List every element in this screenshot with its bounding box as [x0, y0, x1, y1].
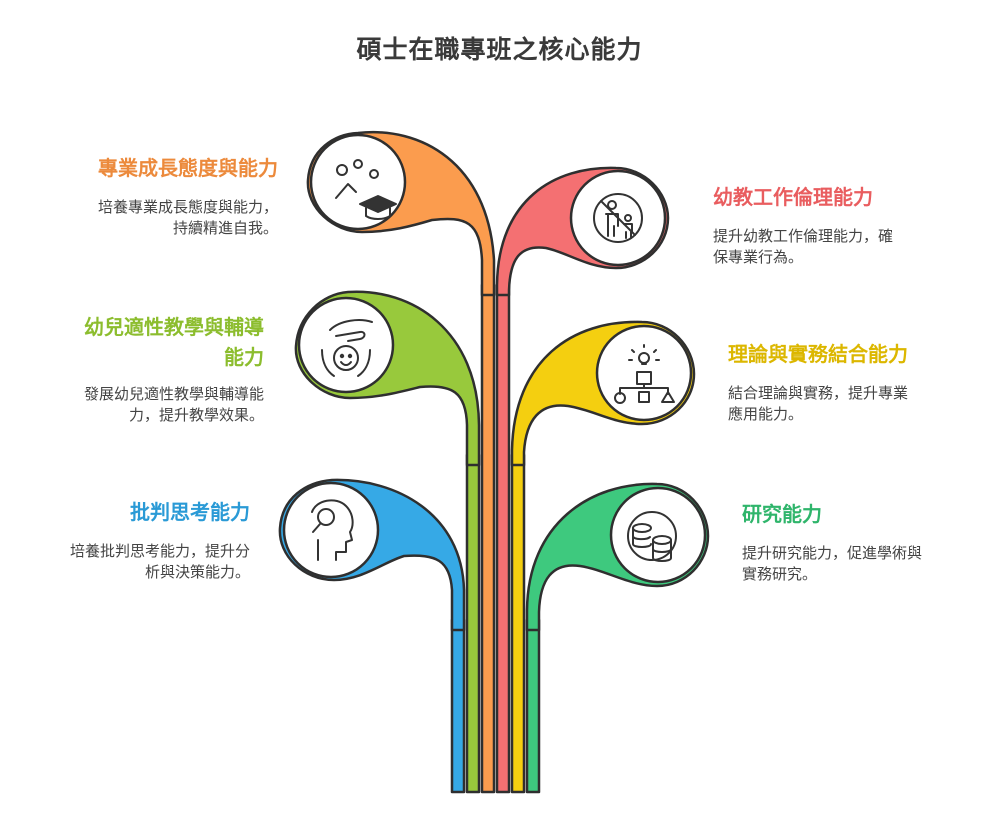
trunk-stripe-red [495, 283, 511, 794]
item-heading: 專業成長態度與能力 [98, 156, 278, 180]
item-description: 發展幼兒適性教學與輔導能 力，提升教學效果。 [83, 385, 264, 424]
item-work-ethics: 幼教工作倫理能力 提升幼教工作倫理能力，確 保專業行為。 [713, 182, 963, 268]
trunk-stripe-blue [450, 618, 466, 794]
item-heading: 幼兒適性教學與輔導 能力 [84, 315, 264, 369]
item-description: 結合理論與實務，提升專業 應用能力。 [728, 384, 909, 423]
database-icon [627, 511, 677, 562]
item-professional-growth: 專業成長態度與能力 培養專業成長態度與能力， 持續精進自我。 [40, 153, 278, 239]
idea-flowchart-icon [614, 344, 675, 404]
item-heading: 批判思考能力 [130, 500, 250, 524]
item-heading: 幼教工作倫理能力 [713, 185, 873, 209]
item-heading: 理論與實務結合能力 [728, 342, 908, 366]
thinking-head-icon [311, 499, 354, 561]
child-care-icon [321, 319, 373, 377]
item-research: 研究能力 提升研究能力，促進學術與 實務研究。 [742, 499, 992, 585]
page-title: 碩士在職專班之核心能力 [356, 35, 643, 64]
item-heading: 研究能力 [742, 502, 822, 526]
trunk-stripe-yellow [510, 453, 526, 794]
icon-circle-emerald [609, 486, 707, 584]
trunk-stripe-emerald [525, 618, 541, 794]
item-description: 提升研究能力，促進學術與 實務研究。 [742, 544, 923, 583]
item-description: 提升幼教工作倫理能力，確 保專業行為。 [713, 227, 894, 266]
icon-circle-blue [282, 481, 380, 579]
item-theory-practice: 理論與實務結合能力 結合理論與實務，提升專業 應用能力。 [728, 339, 978, 425]
item-description: 培養專業成長態度與能力， 持續精進自我。 [97, 198, 278, 237]
no-child-harm-icon [593, 193, 643, 243]
trunk-stripe-orange [480, 283, 496, 794]
trunk-stripe-green [465, 453, 481, 794]
graduation-cap-icon [335, 159, 397, 220]
item-child-teaching: 幼兒適性教學與輔導 能力 發展幼兒適性教學與輔導能 力，提升教學效果。 [28, 312, 264, 426]
item-critical-thinking: 批判思考能力 培養批判思考能力，提升分 析與決策能力。 [20, 497, 250, 583]
item-description: 培養批判思考能力，提升分 析與決策能力。 [69, 542, 250, 581]
